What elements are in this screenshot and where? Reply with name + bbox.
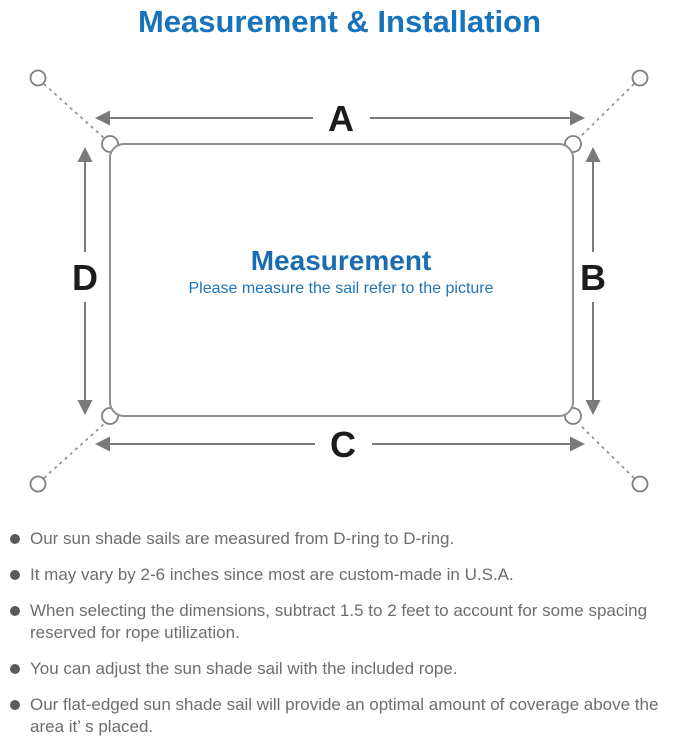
- note-text: Our sun shade sails are measured from D-…: [30, 529, 455, 548]
- note-item: Our flat-edged sun shade sail will provi…: [10, 694, 669, 738]
- note-item: Our sun shade sails are measured from D-…: [10, 528, 669, 550]
- note-item: When selecting the dimensions, subtract …: [10, 600, 669, 644]
- bullet-dot-icon: [10, 664, 20, 674]
- rope-line-bottom-left: [43, 423, 105, 479]
- bullet-dot-icon: [10, 606, 20, 616]
- rope-line-top-right: [578, 83, 635, 139]
- anchor-point-bottom-right: [631, 475, 649, 493]
- note-item: It may vary by 2-6 inches since most are…: [10, 564, 669, 586]
- dim-label-a: A: [328, 98, 354, 139]
- bullet-dot-icon: [10, 570, 20, 580]
- note-text: You can adjust the sun shade sail with t…: [30, 659, 458, 678]
- note-text: It may vary by 2-6 inches since most are…: [30, 565, 514, 584]
- sail-measurement-diagram: A C D B Measurement Please measure the s…: [29, 69, 649, 493]
- diagram-center-subtitle: Please measure the sail refer to the pic…: [188, 280, 493, 297]
- anchor-point-bottom-left: [29, 475, 47, 493]
- rope-line-top-left: [43, 83, 105, 139]
- dim-label-d: D: [72, 257, 98, 298]
- diagram-center-title: Measurement: [251, 245, 432, 276]
- page-title: Measurement & Installation: [137, 4, 542, 39]
- anchor-point-top-left: [29, 69, 47, 87]
- note-item: You can adjust the sun shade sail with t…: [10, 658, 669, 680]
- note-text: Our flat-edged sun shade sail will provi…: [30, 695, 659, 736]
- bullet-dot-icon: [10, 700, 20, 710]
- measurement-notes-list: Our sun shade sails are measured from D-…: [10, 528, 669, 739]
- rope-line-bottom-right: [578, 423, 635, 479]
- dim-label-b: B: [580, 257, 606, 298]
- bullet-dot-icon: [10, 534, 20, 544]
- anchor-point-top-right: [631, 69, 649, 87]
- note-text: When selecting the dimensions, subtract …: [30, 601, 648, 642]
- dim-label-c: C: [330, 424, 356, 465]
- sail-outline: [109, 143, 574, 417]
